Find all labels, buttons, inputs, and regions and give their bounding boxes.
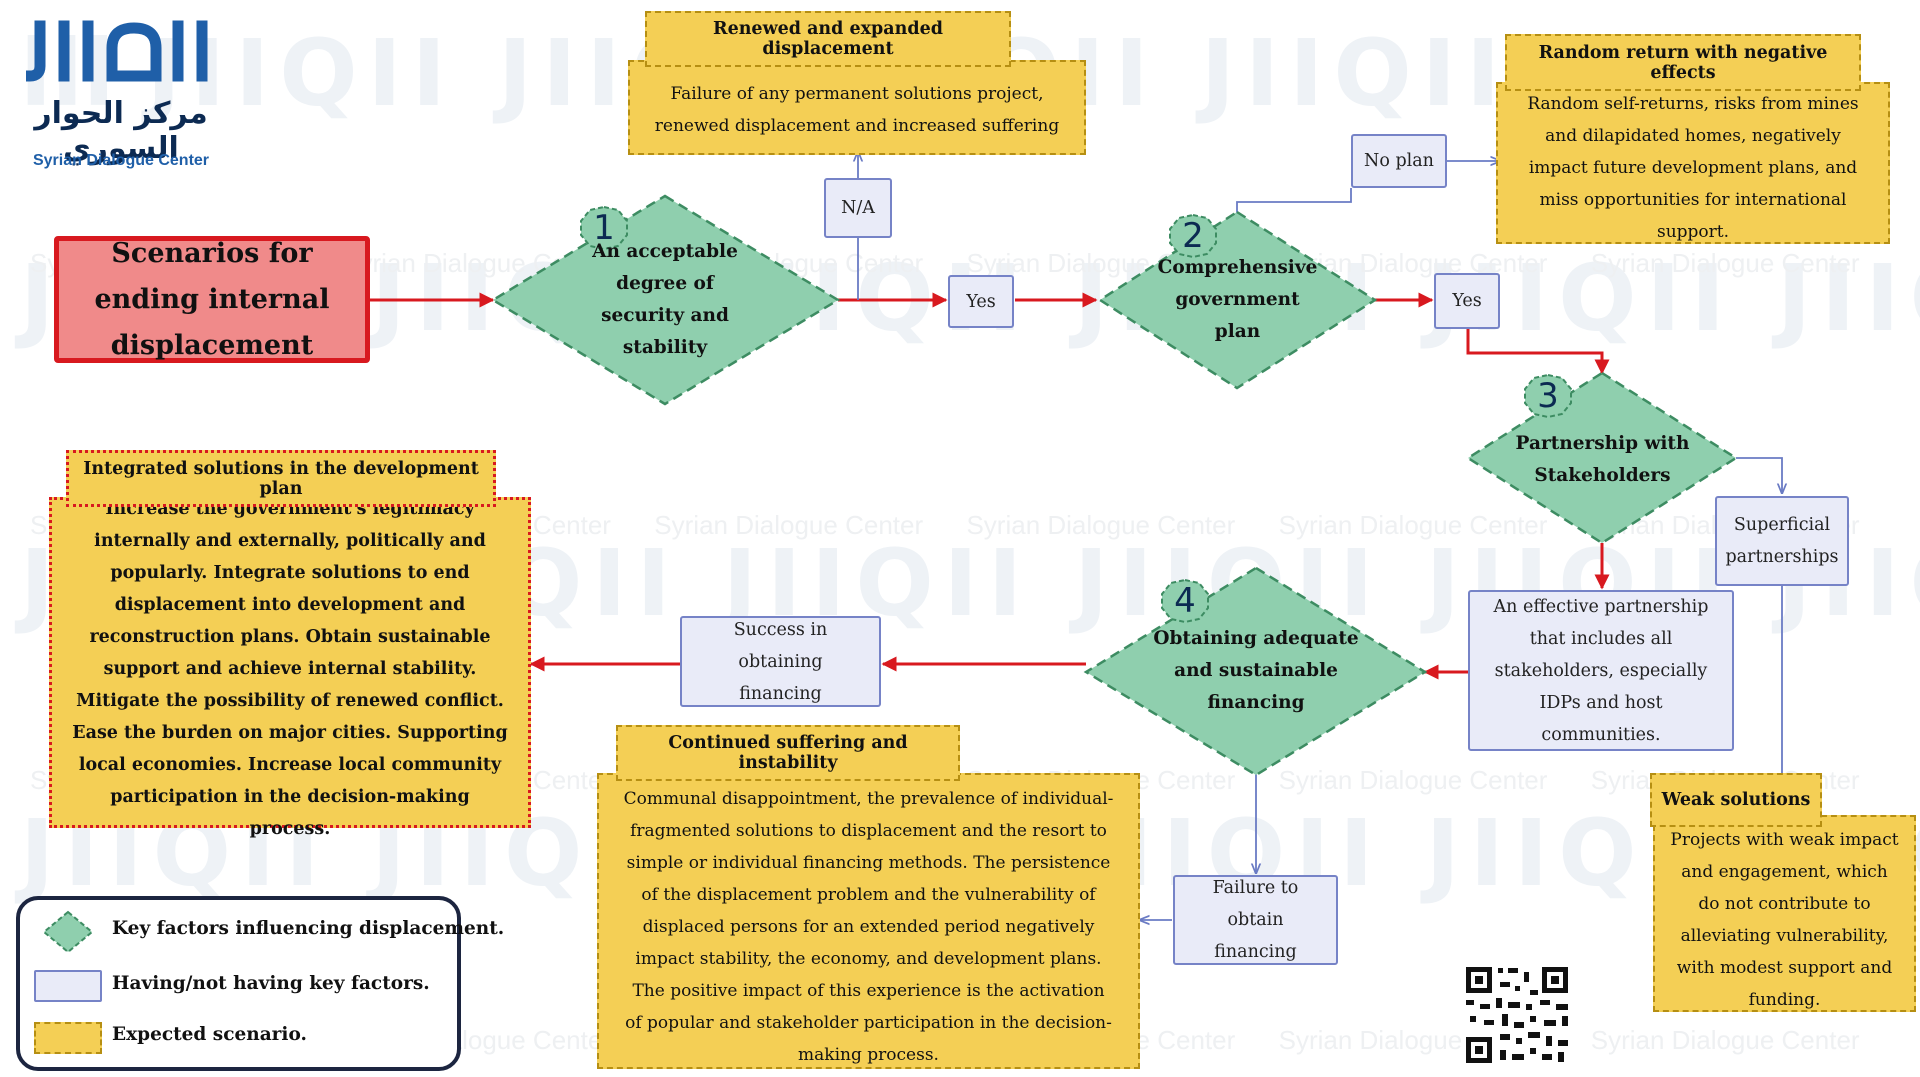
factor-1-label: An acceptable degree of security and sta… bbox=[592, 241, 738, 358]
outcome-failure-financing: Failure to obtain financing bbox=[1173, 875, 1338, 965]
outcome-success-financing: Success in obtaining financing bbox=[680, 616, 881, 707]
outcome-effective-partnership: An effective partnership that includes a… bbox=[1468, 590, 1734, 751]
legend-having: Having/not having key factors. bbox=[112, 973, 430, 994]
scenario-continued-text: Communal disappointment, the prevalence … bbox=[597, 773, 1140, 1069]
scenario-weak-text: Projects with weak impact and engagement… bbox=[1653, 815, 1916, 1012]
arrow-f2-to-noplan bbox=[1236, 188, 1352, 218]
outcome-superficial-partnerships: Superficial partnerships bbox=[1715, 496, 1849, 586]
scenario-integrated-title: Integrated solutions in the development … bbox=[66, 450, 496, 507]
legend-expected: Expected scenario. bbox=[112, 1024, 307, 1045]
outcome-no-plan: No plan bbox=[1351, 134, 1447, 188]
outcome-yes-security: Yes bbox=[948, 275, 1014, 328]
logo-arabic-name: مركز الحوار السوري bbox=[34, 96, 208, 166]
factor-2-number: 2 bbox=[1182, 216, 1204, 256]
factor-2-badge bbox=[1169, 213, 1217, 259]
legend-factor-swatch bbox=[42, 910, 94, 954]
factor-4-label: Obtaining adequate and sustainable finan… bbox=[1153, 628, 1359, 713]
factor-3-diamond bbox=[1465, 371, 1739, 545]
logo-mark-icon bbox=[26, 20, 208, 82]
factor-1-number: 1 bbox=[593, 208, 615, 248]
factor-1-badge bbox=[580, 205, 628, 251]
factor-3-number: 3 bbox=[1537, 376, 1559, 416]
arrow-yes2-to-f3 bbox=[1466, 329, 1610, 375]
logo-english-name: Syrian Dialogue Center bbox=[32, 152, 210, 169]
legend-scenario-swatch bbox=[34, 1022, 102, 1054]
factor-1-diamond bbox=[490, 194, 841, 406]
factor-3-label: Partnership with Stakeholders bbox=[1515, 433, 1690, 486]
qr-code bbox=[1464, 965, 1572, 1065]
legend: Key factors influencing displacement. Ha… bbox=[16, 896, 504, 1071]
factor-4-diamond bbox=[1083, 566, 1428, 777]
legend-key-factors: Key factors influencing displacement. bbox=[112, 918, 505, 939]
arrow-f3-to-superficial bbox=[1736, 457, 1782, 493]
scenario-renewed-title: Renewed and expanded displacement bbox=[645, 11, 1011, 67]
scenario-random-return-text: Random self-returns, risks from mines an… bbox=[1496, 82, 1890, 244]
scenario-renewed-text: Failure of any permanent solutions proje… bbox=[628, 60, 1086, 155]
scenario-continued-title: Continued suffering and instability bbox=[616, 725, 960, 781]
factor-2-diamond bbox=[1097, 210, 1378, 390]
scenario-weak-title: Weak solutions bbox=[1650, 773, 1822, 827]
factor-3-badge bbox=[1524, 373, 1572, 419]
logo: مركز الحوار السوري Syrian Dialogue Cente… bbox=[26, 18, 216, 178]
diagram-title: Scenarios for ending internal displaceme… bbox=[54, 236, 370, 363]
outcome-na: N/A bbox=[824, 178, 892, 238]
factor-4-badge bbox=[1161, 578, 1209, 624]
factor-2-label: Comprehensive government plan bbox=[1157, 257, 1318, 342]
scenario-random-return-title: Random return with negative effects bbox=[1505, 34, 1861, 91]
legend-outcome-swatch bbox=[34, 970, 102, 1002]
factor-4-number: 4 bbox=[1174, 581, 1196, 621]
outcome-yes-plan: Yes bbox=[1434, 273, 1500, 329]
scenario-integrated-text: Increase the government's legitimacy int… bbox=[49, 497, 531, 839]
